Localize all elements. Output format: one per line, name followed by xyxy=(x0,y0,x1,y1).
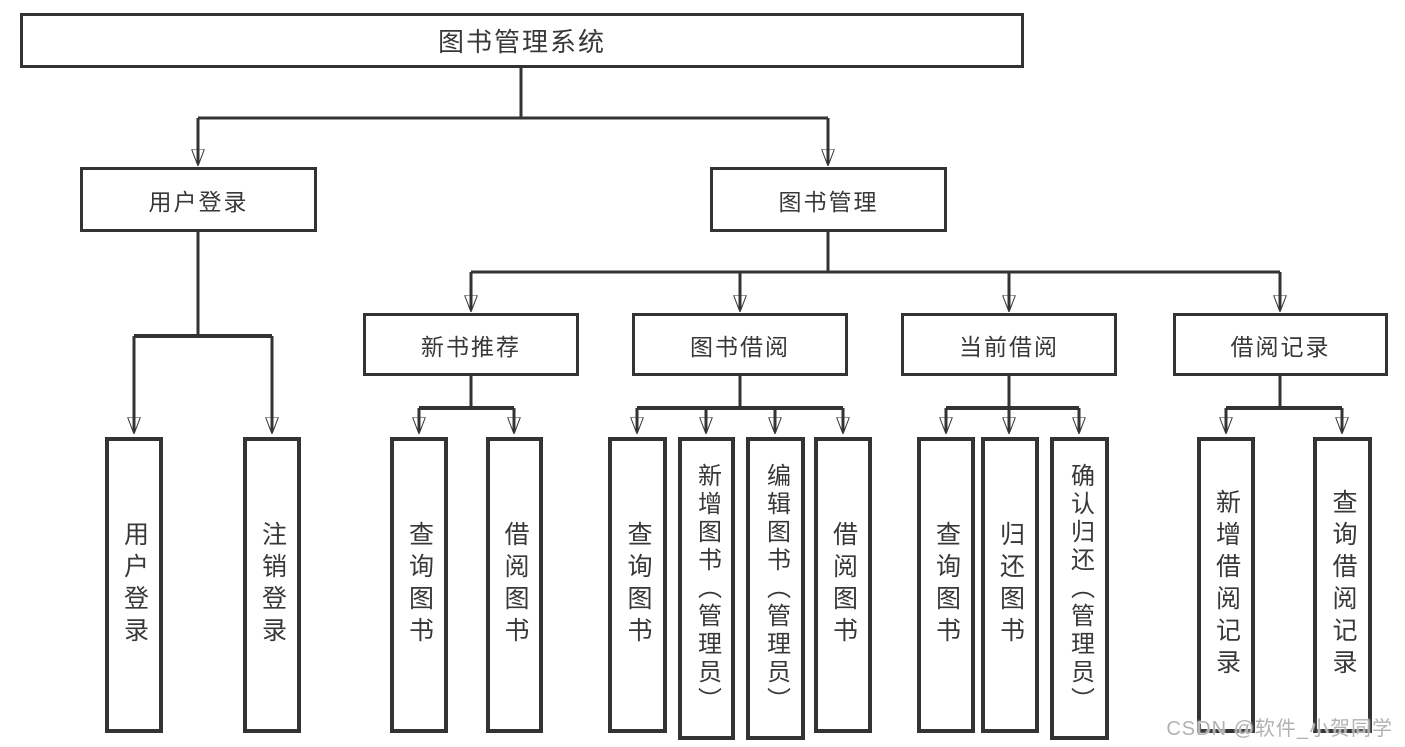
leaf-label: 查询图书 xyxy=(932,521,961,649)
node-root: 图书管理系统 xyxy=(20,13,1024,68)
node-user-login-label: 用户登录 xyxy=(148,188,249,215)
leaf-label: 确认归还（管理员） xyxy=(1066,462,1094,715)
leaf-current-query-books: 查询图书 xyxy=(917,437,975,733)
leaf-borrowing-borrow-books: 借阅图书 xyxy=(814,437,872,733)
leaf-label: 归还图书 xyxy=(996,521,1025,649)
leaf-label: 查询图书 xyxy=(624,521,652,649)
node-book-management-label: 图书管理 xyxy=(778,188,879,215)
leaf-borrowing-add-book-admin: 新增图书（管理员） xyxy=(678,437,735,740)
leaf-label: 注销登录 xyxy=(258,521,287,649)
node-new-book-recommendation: 新书推荐 xyxy=(363,313,579,376)
leaf-user-login: 用户登录 xyxy=(105,437,163,733)
leaf-label: 用户登录 xyxy=(120,521,149,649)
connector-book-management-branch xyxy=(471,232,1280,310)
leaf-recommend-borrow-books: 借阅图书 xyxy=(486,437,543,733)
node-borrowing-records: 借阅记录 xyxy=(1173,313,1388,376)
leaf-current-confirm-return-admin: 确认归还（管理员） xyxy=(1050,437,1109,740)
leaf-records-query-record: 查询借阅记录 xyxy=(1313,437,1372,733)
leaf-label: 新增借阅记录 xyxy=(1212,489,1241,681)
leaf-current-return-books: 归还图书 xyxy=(981,437,1039,733)
leaf-logout: 注销登录 xyxy=(243,437,301,733)
leaf-label: 查询借阅记录 xyxy=(1329,489,1357,681)
leaf-label: 借阅图书 xyxy=(501,521,529,649)
leaf-recommend-query-books: 查询图书 xyxy=(390,437,448,733)
node-user-login: 用户登录 xyxy=(80,167,317,232)
node-current-borrowing: 当前借阅 xyxy=(901,313,1117,376)
connector-current-borrowing-branch xyxy=(946,376,1079,432)
watermark: CSDN @软件_小贺同学 xyxy=(1166,718,1393,740)
connector-root-to-level2 xyxy=(198,68,828,164)
node-root-label: 图书管理系统 xyxy=(437,27,606,57)
connector-book-borrowing-branch xyxy=(637,376,843,432)
node-book-borrowing: 图书借阅 xyxy=(632,313,848,376)
leaf-borrowing-query-books: 查询图书 xyxy=(608,437,667,733)
leaf-label: 借阅图书 xyxy=(829,521,858,649)
connector-user-login-branch xyxy=(134,232,272,432)
leaf-records-add-record: 新增借阅记录 xyxy=(1197,437,1255,733)
connector-new-book-recommendation-branch xyxy=(419,376,514,432)
leaf-label: 编辑图书（管理员） xyxy=(762,462,790,715)
node-new-book-recommendation-label: 新书推荐 xyxy=(421,333,521,360)
node-current-borrowing-label: 当前借阅 xyxy=(959,333,1059,360)
node-book-management: 图书管理 xyxy=(710,167,947,232)
leaf-label: 新增图书（管理员） xyxy=(693,462,721,715)
leaf-borrowing-edit-book-admin: 编辑图书（管理员） xyxy=(746,437,805,740)
node-book-borrowing-label: 图书借阅 xyxy=(690,333,790,360)
connector-borrowing-records-branch xyxy=(1226,376,1342,432)
leaf-label: 查询图书 xyxy=(405,521,434,649)
node-borrowing-records-label: 借阅记录 xyxy=(1230,333,1331,360)
